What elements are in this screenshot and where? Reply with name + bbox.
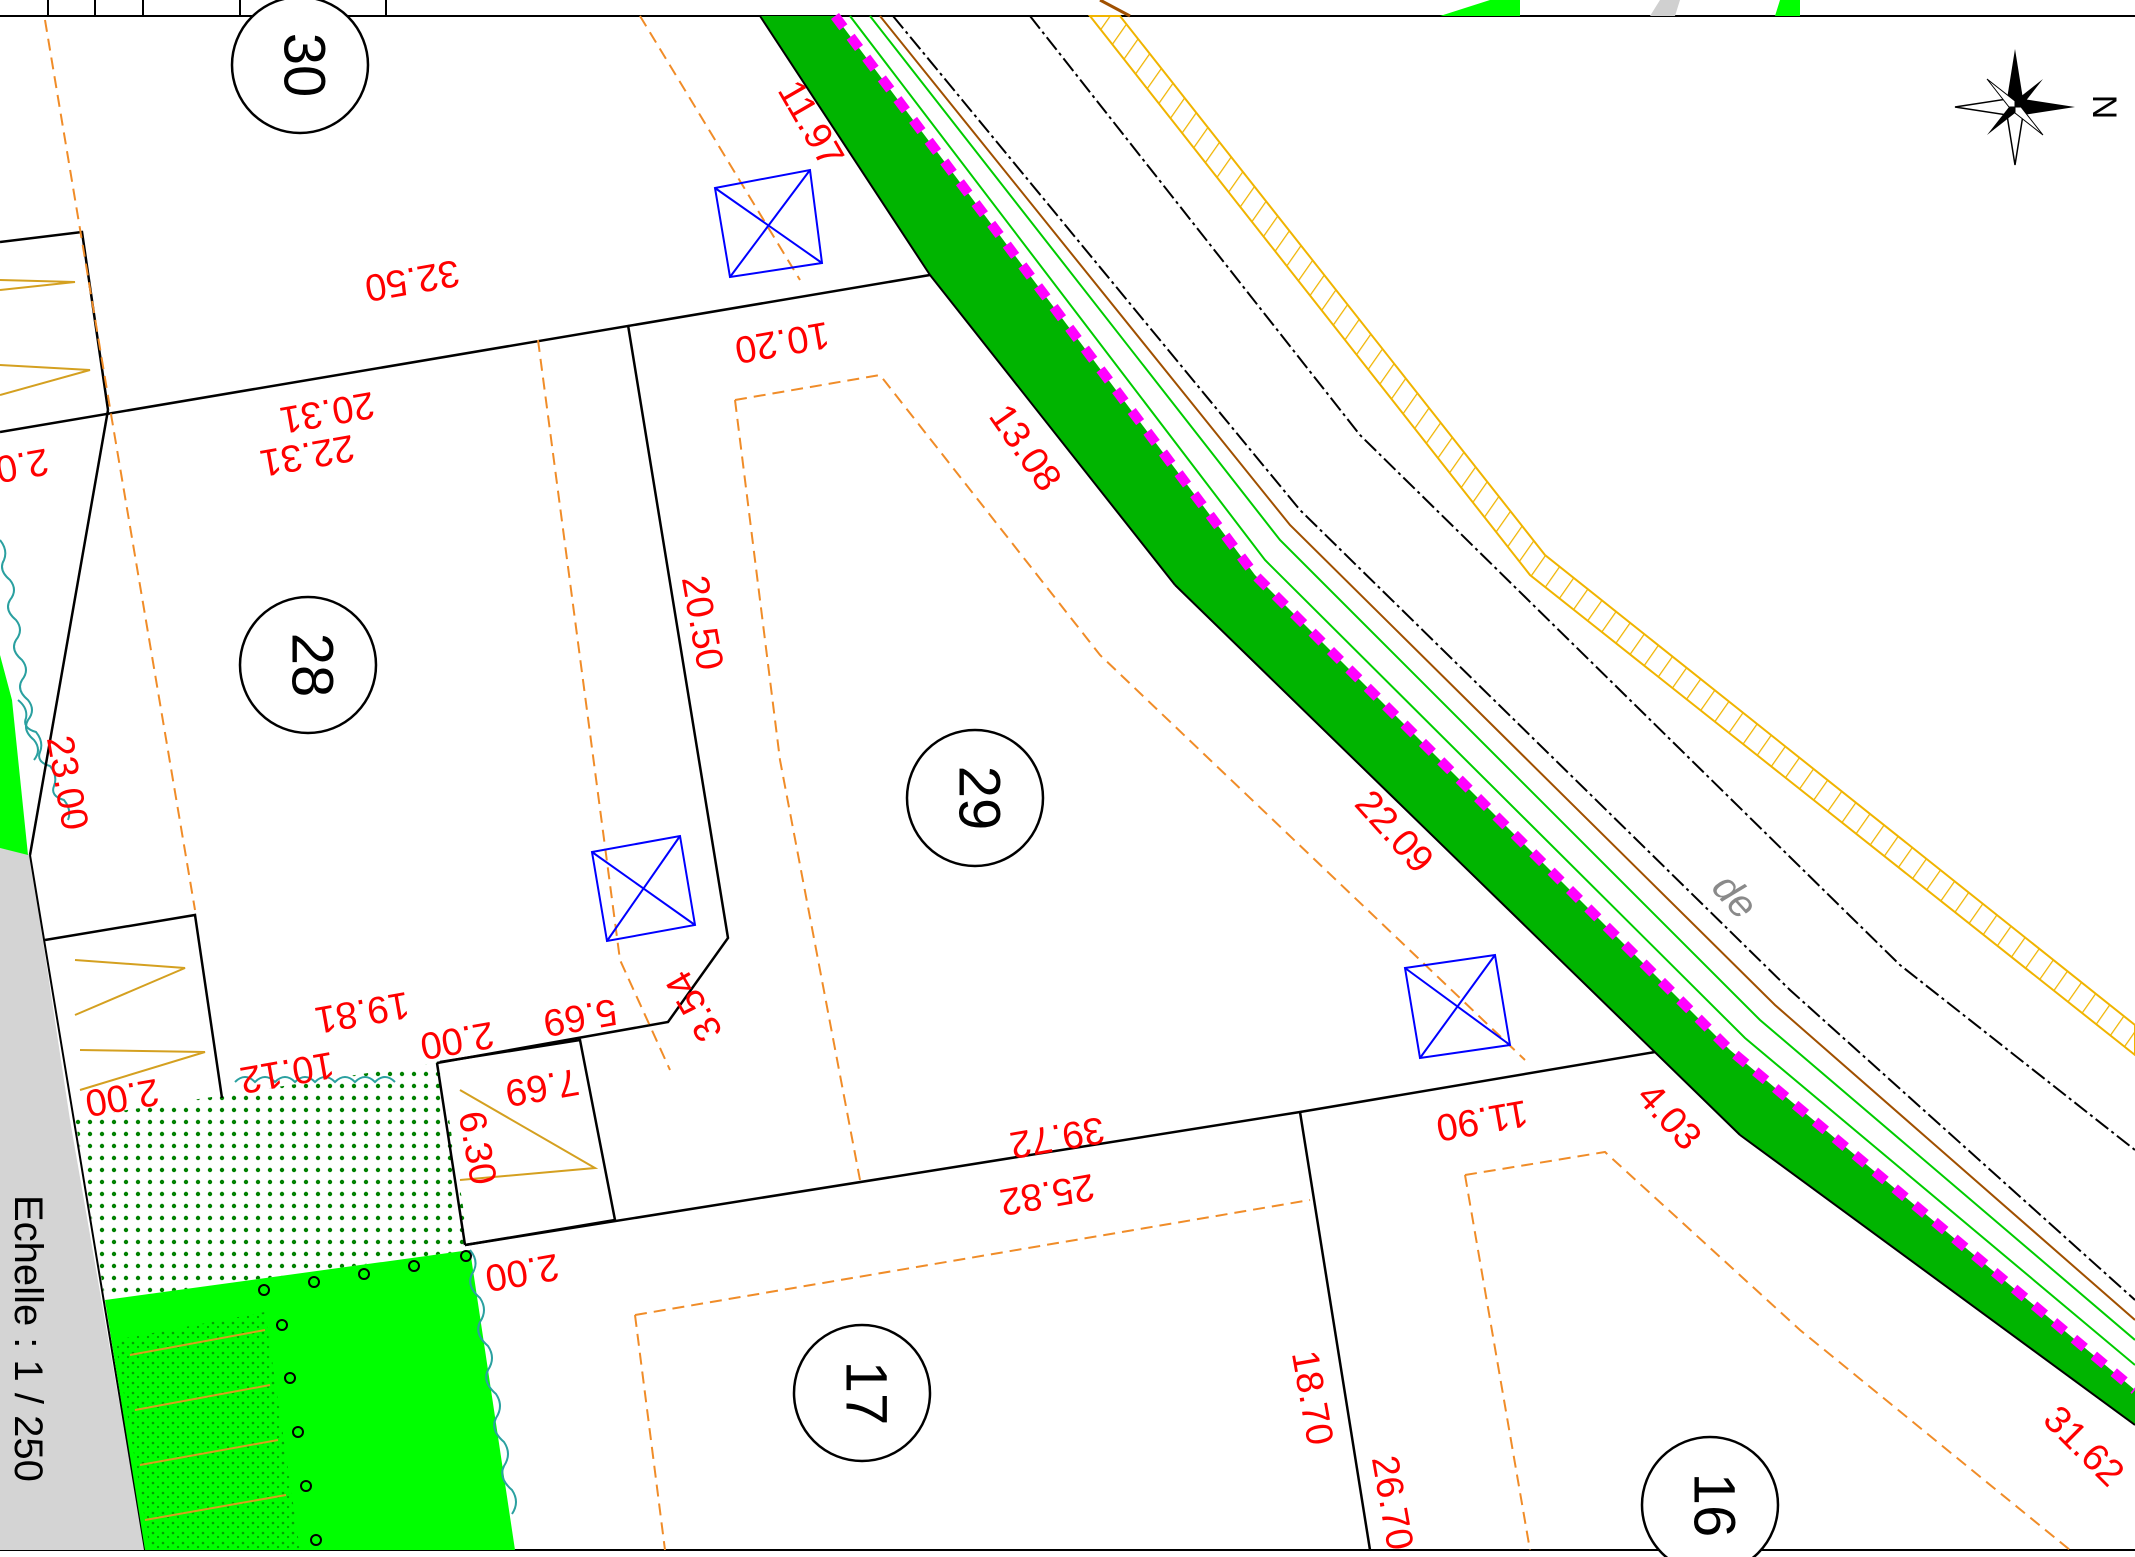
speckle-area [115, 1312, 300, 1550]
fence-posts [258, 1250, 472, 1546]
planting-triangles [0, 279, 599, 1181]
hatched-band [1087, 15, 2135, 1057]
scale-label: Echelle : 1 / 250 [6, 1195, 50, 1482]
building-markers [590, 168, 1512, 1060]
dim-label: 3.54 [658, 963, 731, 1048]
svg-text:28: 28 [280, 633, 345, 698]
lot-boundaries [0, 230, 1656, 1551]
dim-label: 18.70 [1283, 1347, 1341, 1448]
magenta-markers [831, 12, 2135, 1394]
lot-30-marker: 30 [230, 0, 370, 135]
svg-text:16: 16 [1682, 1473, 1747, 1538]
dim-label: 10.20 [732, 313, 833, 371]
lot-16-marker: 16 [1640, 1435, 1780, 1557]
dim-label: 32.50 [362, 251, 463, 309]
lot-labels: 30 28 29 17 16 [230, 0, 1780, 1557]
dim-label: 23.00 [38, 732, 96, 833]
dim-label: 26.70 [1363, 1452, 1421, 1553]
dim-label: 7.69 [502, 1060, 582, 1114]
green-strip [760, 16, 2135, 1425]
top-border [0, 0, 2135, 18]
dim-label: 5.69 [540, 990, 620, 1044]
dim-label: 2.0 [0, 440, 52, 491]
parking-lines [129, 1329, 287, 1521]
north-label: N [2085, 95, 2123, 120]
lot-28-marker: 28 [238, 595, 378, 735]
svg-text:17: 17 [834, 1361, 899, 1426]
hedge [0, 539, 517, 1515]
dim-label: 19.81 [312, 983, 413, 1041]
dim-label: 11.90 [1433, 1091, 1531, 1148]
svg-text:29: 29 [947, 766, 1012, 831]
lot-29-marker: 29 [905, 728, 1045, 868]
street-name: de [1703, 865, 1765, 928]
dim-label: 2.00 [482, 1245, 562, 1299]
dotted-plot [75, 1062, 470, 1300]
dim-label: 25.82 [997, 1165, 1098, 1223]
dim-label: 39.72 [1007, 1108, 1108, 1166]
green-sliver-left [0, 655, 28, 855]
svg-text:30: 30 [272, 33, 337, 98]
lot-17-marker: 17 [792, 1323, 932, 1463]
dim-label: 2.00 [417, 1013, 497, 1067]
dim-label: 22.31 [257, 426, 358, 484]
road-left [0, 848, 145, 1550]
north-arrow-icon: N [1954, 49, 2123, 166]
setback-lines [44, 15, 2071, 1551]
